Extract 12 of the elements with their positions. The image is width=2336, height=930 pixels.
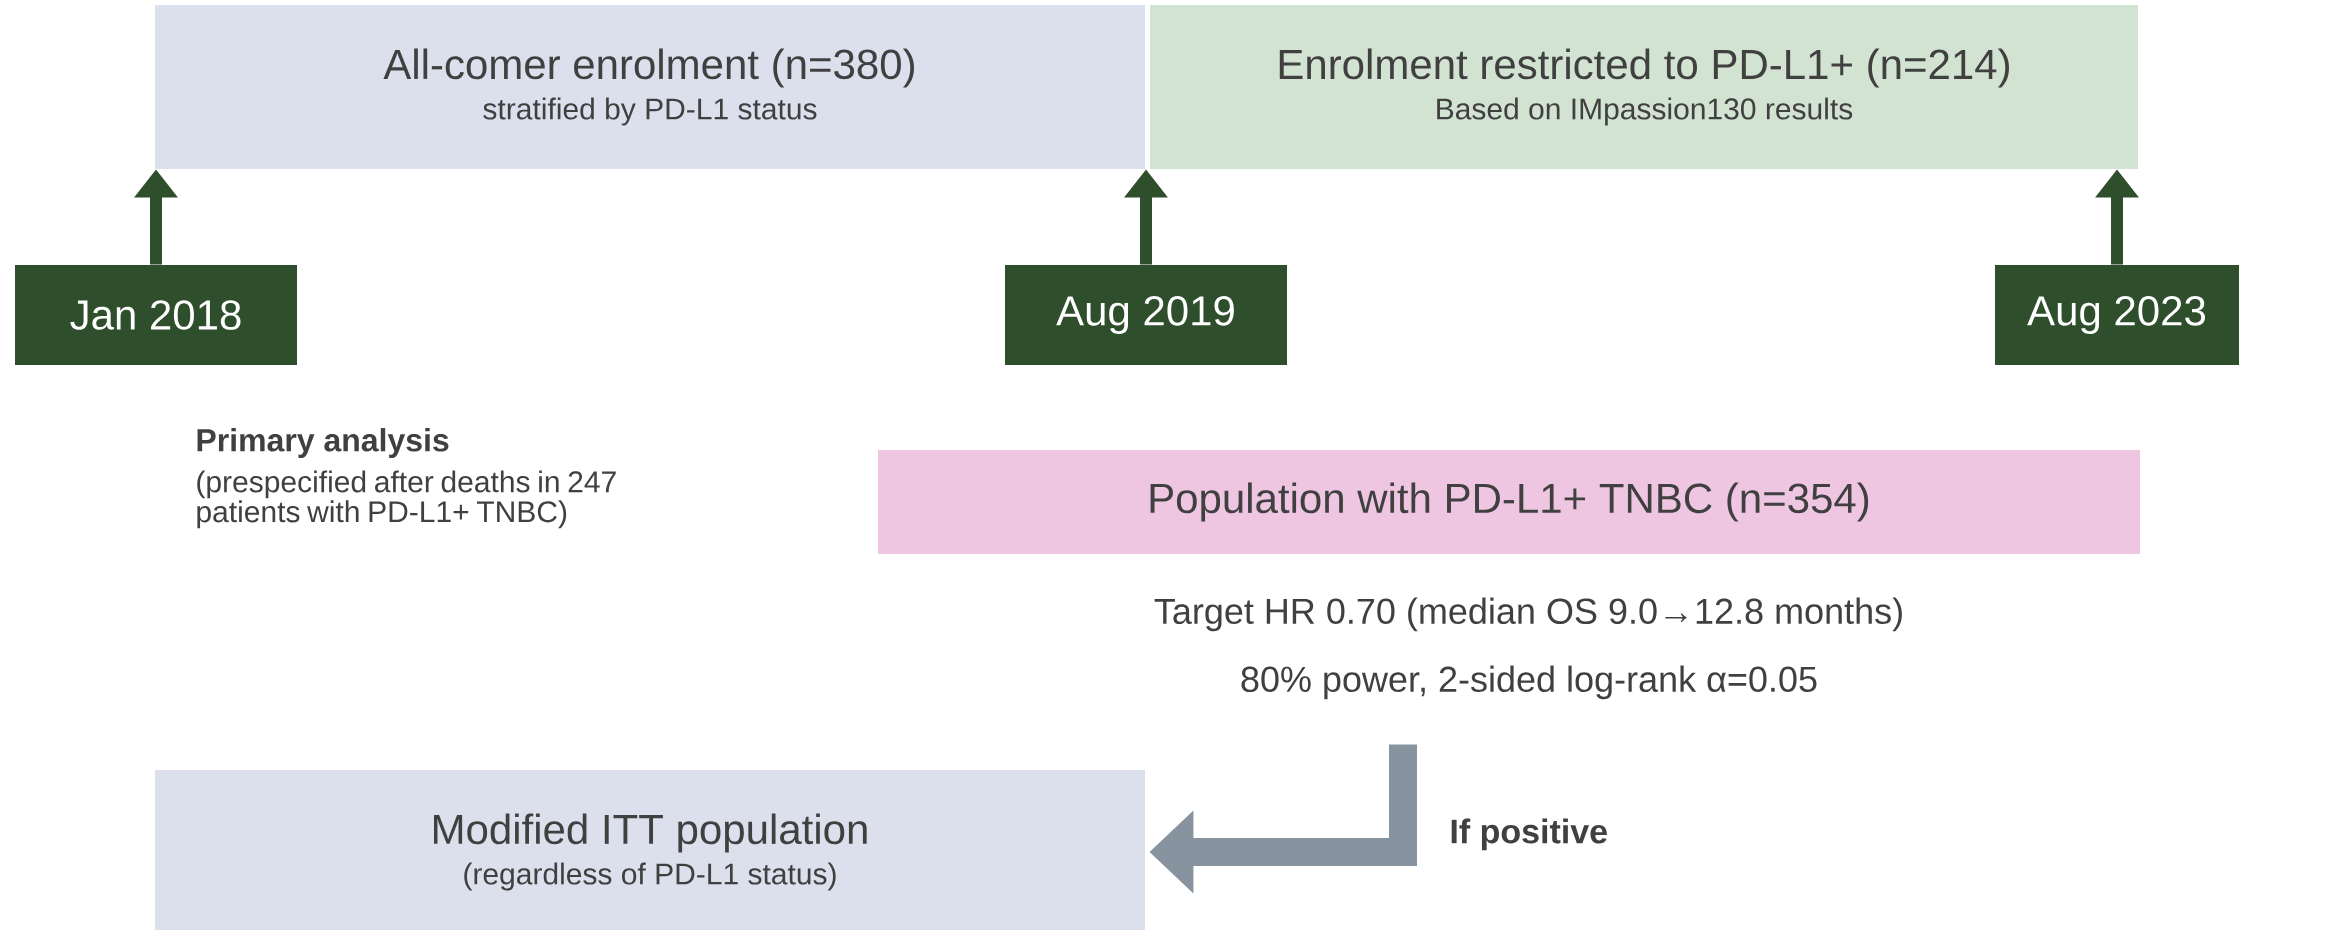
- annotation-text: 80% power, 2-sided log-rank α=0.05: [1241, 665, 1817, 700]
- date-box: Jan 2018: [15, 265, 297, 365]
- annotation-text: Target HR 0.70 (median OS 9.0→12.8 months): [1154, 597, 1902, 632]
- note-text: (prespecified after deaths in 247 patients with PD-L1+ TNBC): [197, 470, 616, 529]
- population-box: Population with PD-L1+ TNBC (n=354): [878, 450, 2140, 554]
- enrolment-box: All-comer enrolment (n=380) stratified by PD-L1 status: [155, 5, 1145, 169]
- date-box: Aug 2019: [1005, 265, 1287, 365]
- population-box: Modified ITT population (regardless of PD-L1 status): [155, 770, 1145, 930]
- date-box: Aug 2023: [1995, 265, 2239, 365]
- edge-label: If positive: [1451, 818, 1607, 851]
- heading-text: Primary analysis: [197, 428, 449, 458]
- enrolment-box: Enrolment restricted to PD-L1+ (n=214) Based on IMpassion130 results: [1150, 5, 2138, 169]
